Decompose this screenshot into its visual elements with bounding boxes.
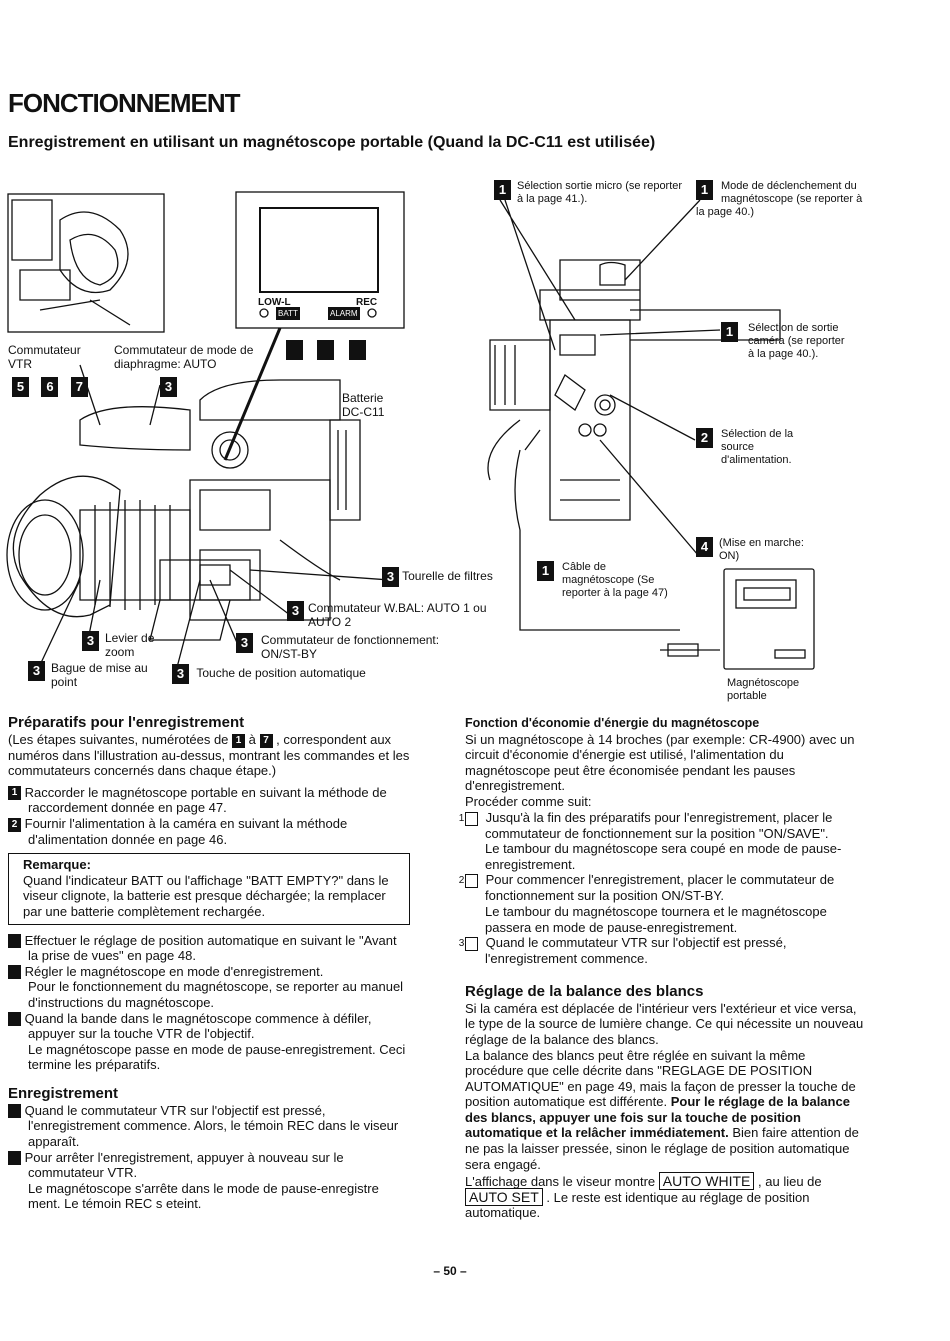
num-badge xyxy=(286,340,303,360)
page-number: – 50 – xyxy=(433,1264,467,1278)
vf-rec-label: REC xyxy=(356,297,378,308)
eco-step-1: 1 Jusqu'à la fin des préparatifs pour l'… xyxy=(458,809,833,841)
step-7: 7 Pour arrêter l'enregistrement, appuyer… xyxy=(1,1149,344,1181)
step-4-extra: Pour le fonctionnement du magnétoscope, … xyxy=(28,979,404,1010)
step-6: 6 Quand le commutateur VTR sur l'objecti… xyxy=(1,1102,399,1150)
auto-set-display: AUTO SET xyxy=(465,1187,543,1206)
left-column: Préparatifs pour l'enregistrement (Les é… xyxy=(1,714,410,1212)
num-badge: 6 xyxy=(41,377,59,397)
viewfinder-frame xyxy=(235,191,405,329)
remark-text: Quand l'indicateur BATT ou l'affichage "… xyxy=(23,872,389,919)
wb-heading: Réglage de la balance des blancs xyxy=(465,982,704,1000)
right-column: Fonction d'économie d'énergie du magnéto… xyxy=(458,716,865,1221)
step-5: 5 Quand la bande dans le magnétoscope co… xyxy=(1,1010,372,1042)
num-badge xyxy=(348,340,366,360)
vf-batt-tag: BATT xyxy=(276,307,300,320)
step-7-extra: Le magnétoscope s'arrête dans le mode de… xyxy=(28,1180,379,1212)
callout-iris: Commutateur de mode de diaphragme: AUTO xyxy=(114,343,254,371)
num-badge: 5 xyxy=(12,377,29,397)
step-3: 3 Effectuer le réglage de position autom… xyxy=(1,932,397,964)
num-badge xyxy=(317,340,335,360)
step-2: 2 Fournir l'alimentation à la caméra en … xyxy=(8,816,410,847)
callout-opmode: 3 Commutateur de fonctionnement: ON/ST-B… xyxy=(236,633,466,663)
eco-step-3: 3 Quand le commutateur VTR sur l'objecti… xyxy=(458,935,787,967)
remark-title: Remarque: xyxy=(23,857,91,873)
vf-lowl-label: LOW-L xyxy=(258,297,291,308)
callout-autopos: 3 Touche de position automatique xyxy=(172,664,366,684)
eco-step-2: 2 Pour commencer l'enregistrement, place… xyxy=(458,872,835,904)
eco-heading: Fonction d'économie d'énergie du magnéto… xyxy=(465,716,760,730)
eco-text: Si un magnétoscope à 14 broches (par exe… xyxy=(465,731,855,794)
wb-paragraph-3: L'affichage dans le viseur montre AUTO W… xyxy=(465,1172,822,1221)
auto-white-display: AUTO WHITE xyxy=(658,1172,755,1191)
callout-vtr-nums: 5 6 7 xyxy=(12,377,88,397)
callout-battery: Batterie DC-C11 xyxy=(342,391,385,419)
vcr-body xyxy=(723,568,815,670)
callout-trigger: 1 Mode de déclenchement du magnétoscope … xyxy=(696,180,863,218)
vf-alarm-tag: ALARM xyxy=(328,307,360,320)
callout-mic: 1 Sélection sortie micro (se reporter à … xyxy=(494,180,684,206)
step-4: 4 Régler le magnétoscope en mode d'enreg… xyxy=(1,963,324,980)
eco-step-2-extra: Le tambour du magnétoscope tournera et l… xyxy=(485,903,827,935)
callout-camera-out: 1 Sélection de sortie caméra (se reporte… xyxy=(721,322,851,362)
callout-filter: 3 Tourelle de filtres xyxy=(382,567,493,587)
eco-proc: Procéder comme suit: xyxy=(465,793,592,809)
wb-paragraph-2: La balance des blancs peut être réglée e… xyxy=(465,1047,859,1172)
prep-heading: Préparatifs pour l'enregistrement xyxy=(8,714,245,731)
step-5-extra: Le magnétoscope passe en mode de pause-e… xyxy=(28,1041,406,1073)
callout-viewfinder-nums xyxy=(286,340,366,360)
rec-heading: Enregistrement xyxy=(8,1084,119,1102)
callout-power-source: 2 Sélection de la source d'alimentation. xyxy=(696,428,826,467)
callout-iris-num: 3 xyxy=(160,377,177,397)
prep-intro: (Les étapes suivantes, numérotées de 1 à… xyxy=(8,732,410,779)
step-1: 1 Raccorder le magnétoscope portable en … xyxy=(8,785,410,816)
callout-vtr-switch: Commutateur VTR xyxy=(8,343,81,371)
callout-cable: 1 Câble de magnétoscope (Se reporter à l… xyxy=(537,561,672,601)
wb-paragraph-1: Si la caméra est déplacée de l'intérieur… xyxy=(465,1000,864,1047)
eco-step-1-extra: Le tambour du magnétoscope sera coupé en… xyxy=(485,841,842,872)
callout-power-on: 4 (Mise en marche: ON) xyxy=(696,537,826,563)
callout-vcr: Magnétoscope portable xyxy=(727,677,800,702)
inset-frame xyxy=(7,193,165,333)
remark-box: Remarque: Quand l'indicateur BATT ou l'a… xyxy=(8,853,410,925)
callout-focus: 3 Bague de mise au point xyxy=(28,661,148,691)
page-title: FONCTIONNEMENT xyxy=(8,88,241,118)
camera-illustration xyxy=(6,191,815,676)
section-subtitle: Enregistrement en utilisant un magnétosc… xyxy=(8,134,656,151)
callout-zoom: 3 Levier de zoom xyxy=(82,631,182,661)
callout-wbal: 3 Commutateur W.BAL: AUTO 1 ou AUTO 2 xyxy=(287,601,517,631)
num-badge: 7 xyxy=(70,377,88,397)
